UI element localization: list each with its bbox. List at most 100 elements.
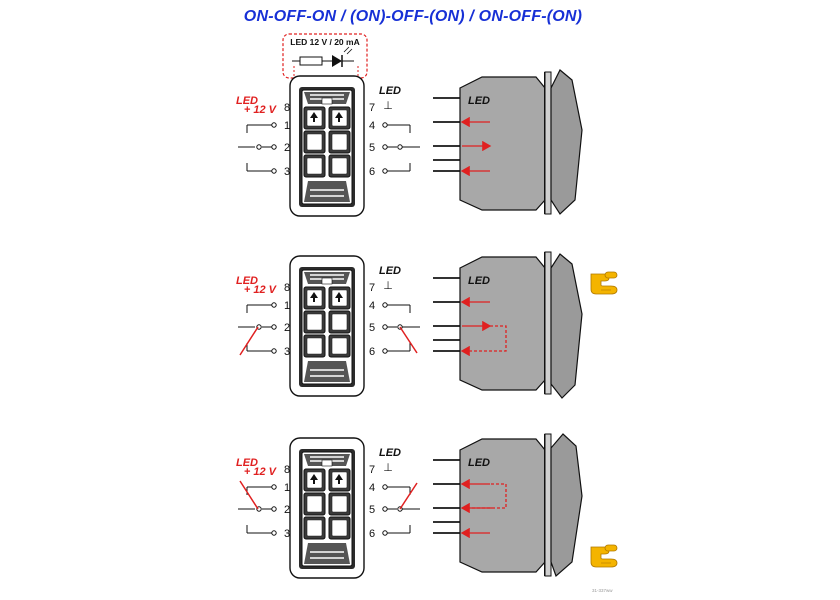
pin-number-left: 3: [284, 346, 290, 358]
arrow-stem: [338, 297, 340, 302]
pin-number-right: 7: [369, 282, 375, 294]
body-led-label: LED: [468, 457, 490, 469]
bezel: [544, 251, 552, 395]
terminal-inner: [331, 495, 348, 513]
pin-number-right: 4: [369, 300, 375, 312]
contact-dot: [382, 144, 388, 150]
contact-dot: [271, 122, 277, 128]
led-terminal: [321, 459, 333, 467]
up-arrow-icon: [335, 112, 343, 118]
contact-dot: [382, 324, 388, 330]
bottom-latch: [304, 181, 350, 202]
arrow-stem: [313, 297, 315, 302]
pin-number-right: 4: [369, 482, 375, 494]
diode-symbol: [332, 55, 342, 67]
arrow-stem: [338, 117, 340, 122]
led-ground-label: LED: [379, 85, 401, 97]
diagram-title: ON-OFF-ON / (ON)-OFF-(ON) / ON-OFF-(ON): [243, 8, 583, 25]
led-spec-text: LED 12 V / 20 mA: [290, 37, 359, 47]
led-spec-frame: [282, 33, 368, 79]
pin-number-right: 7: [369, 102, 375, 114]
terminal-inner: [306, 133, 323, 151]
terminal-inner: [331, 157, 348, 175]
momentary-path: [460, 325, 507, 357]
switch-side-view: LED: [433, 251, 583, 399]
up-arrow-icon: [335, 474, 343, 480]
pin-number-left: 8: [284, 464, 290, 476]
terminal-inner: [331, 337, 348, 355]
contact-dot: [382, 168, 388, 174]
pin-number-left: 2: [284, 142, 290, 154]
pointing-hand-icon: [590, 544, 618, 568]
up-arrow-icon: [310, 474, 318, 480]
switch-front-face: [289, 75, 365, 217]
led-ground-label: LED: [379, 265, 401, 277]
up-arrow-icon: [310, 112, 318, 118]
contact-dot: [271, 484, 277, 490]
bezel: [544, 433, 552, 577]
resistor-symbol: [299, 56, 323, 66]
arrow-stem: [338, 479, 340, 484]
terminal-inner: [306, 157, 323, 175]
terminal-inner: [331, 313, 348, 331]
switch-front-face: [289, 255, 365, 397]
left-contacts: [238, 302, 277, 354]
up-arrow-icon: [335, 292, 343, 298]
bottom-latch: [304, 543, 350, 564]
arrow-stem: [313, 117, 315, 122]
bottom-latch: [304, 361, 350, 382]
led-terminal: [321, 97, 333, 105]
voltage-label: + 12 V: [244, 466, 278, 478]
switch-front-face: [289, 437, 365, 579]
contact-dot: [271, 324, 277, 330]
contact-dot: [382, 302, 388, 308]
terminal-inner: [331, 133, 348, 151]
pin-number-left: 1: [284, 120, 290, 132]
contact-dot: [382, 506, 388, 512]
contact-dot: [382, 530, 388, 536]
terminal-inner: [306, 495, 323, 513]
left-contacts: [238, 122, 277, 174]
hand-finger: [604, 271, 618, 279]
terminal-inner: [306, 519, 323, 537]
bezel: [544, 71, 552, 215]
led-ground-label: LED: [379, 447, 401, 459]
contact-dot: [271, 348, 277, 354]
rocker-paddle: [550, 433, 583, 578]
pin-number-right: 6: [369, 346, 375, 358]
terminal-inner: [331, 519, 348, 537]
contact-dot: [271, 506, 277, 512]
ground-symbol: ⊥: [383, 280, 393, 292]
pin-number-right: 4: [369, 120, 375, 132]
terminal-inner: [306, 337, 323, 355]
switch-lever-right: [399, 326, 418, 354]
switch-side-view: LED: [433, 433, 583, 578]
pin-number-left: 2: [284, 504, 290, 516]
contact-dot: [382, 484, 388, 490]
ground-symbol: ⊥: [383, 462, 393, 474]
pointing-hand-icon: [590, 271, 618, 295]
light-rays-icon: [343, 46, 353, 55]
pin-number-right: 5: [369, 504, 375, 516]
pin-number-left: 2: [284, 322, 290, 334]
pin-number-right: 7: [369, 464, 375, 476]
hand-finger: [604, 544, 618, 552]
pin-number-left: 1: [284, 482, 290, 494]
pin-number-right: 6: [369, 528, 375, 540]
ground-symbol: ⊥: [383, 100, 393, 112]
rocker-paddle: [550, 253, 583, 399]
contact-dot: [256, 144, 262, 150]
led-label: LED: [236, 275, 258, 287]
contact-dot: [271, 302, 277, 308]
footnote-code: 31-337ww: [592, 588, 613, 593]
led-terminal: [321, 277, 333, 285]
voltage-label: + 12 V: [244, 284, 278, 296]
pin-number-right: 5: [369, 142, 375, 154]
led-label: LED: [236, 95, 258, 107]
pin-number-left: 8: [284, 102, 290, 114]
pin-number-left: 1: [284, 300, 290, 312]
